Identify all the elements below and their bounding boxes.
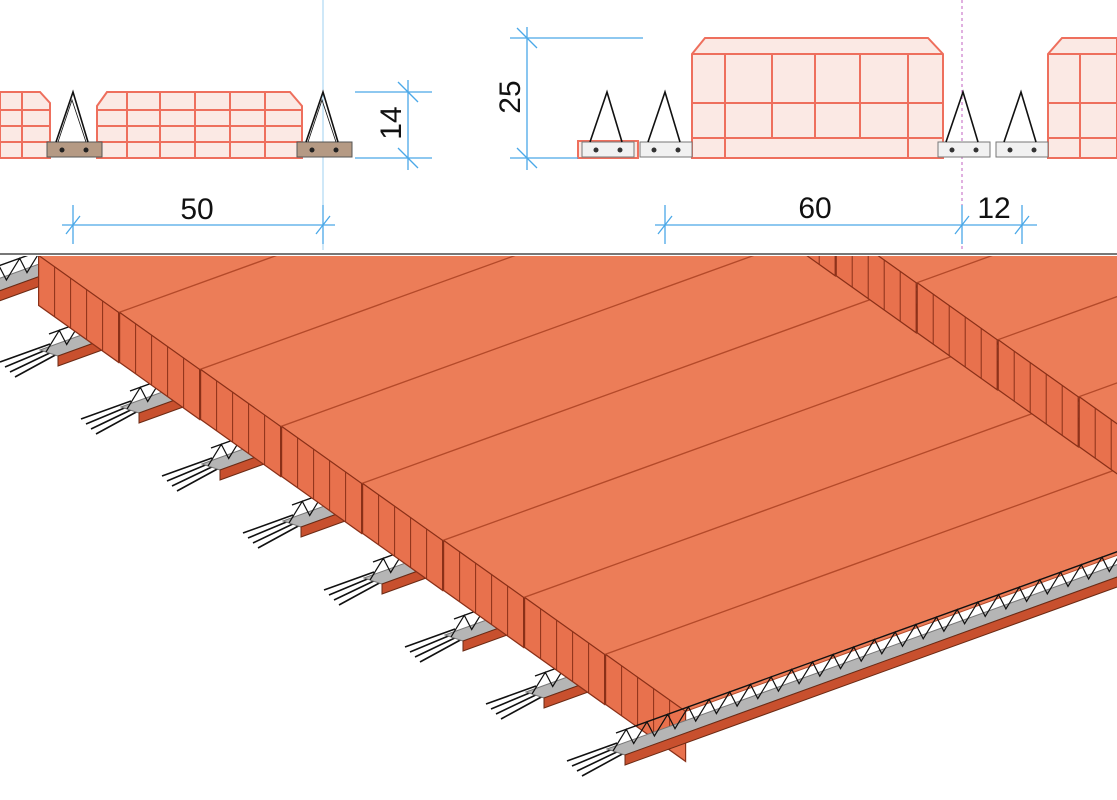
- dimension-lines: [62, 27, 1037, 244]
- rebar: [252, 520, 300, 544]
- hollow-block: [37, 256, 276, 364]
- rebar: [95, 409, 141, 435]
- block-front: [118, 311, 201, 421]
- hollow-block: [835, 256, 992, 334]
- rebar: [495, 691, 543, 715]
- section-joist: [581, 89, 1049, 158]
- rebar: [581, 751, 627, 777]
- rebar: [176, 466, 222, 492]
- rebar: [257, 523, 303, 549]
- rebar: [333, 577, 381, 601]
- dimension-label-width-right: 60: [798, 192, 831, 225]
- truss: [612, 555, 1117, 752]
- rebar: [80, 400, 132, 420]
- block-front: [806, 256, 836, 277]
- rebar: [414, 634, 462, 658]
- rebar: [576, 748, 624, 772]
- rebar: [323, 571, 375, 591]
- rebar: [566, 742, 618, 762]
- block-front: [835, 256, 917, 334]
- rebar: [90, 406, 138, 430]
- block-cells: [692, 53, 1117, 158]
- isometric-view: [0, 256, 1117, 777]
- dimension-label-height-left: 14: [375, 106, 408, 139]
- dimension-label-height-right: 25: [494, 80, 527, 113]
- joist: [566, 551, 1117, 777]
- block-front: [281, 425, 363, 535]
- block-front: [523, 596, 606, 706]
- rebar: [419, 637, 465, 663]
- hollow-block: [199, 256, 754, 478]
- block-front: [916, 281, 998, 391]
- block-front: [1078, 395, 1117, 475]
- rebar: [9, 349, 57, 373]
- truss-top-bar: [615, 551, 1117, 734]
- section-block-right: [577, 37, 1117, 159]
- rebar: [404, 628, 456, 648]
- dimension-label-joist-spacing: 12: [977, 192, 1010, 225]
- hollow-block: [916, 256, 1117, 391]
- joist-side: [624, 576, 1117, 766]
- block-front: [997, 338, 1079, 448]
- section-joist: [46, 89, 353, 158]
- rebar: [0, 343, 51, 363]
- block-cells: [0, 92, 302, 158]
- block-front: [37, 256, 120, 364]
- block-top: [1078, 382, 1117, 425]
- rebar: [161, 457, 213, 477]
- block-front: [200, 368, 282, 478]
- rebar: [171, 463, 219, 487]
- hollow-block: [118, 256, 515, 421]
- rebar: [485, 685, 537, 705]
- rebar: [500, 694, 546, 720]
- rebar: [14, 352, 60, 378]
- rebar: [338, 580, 384, 606]
- rebar: [242, 514, 294, 534]
- dimension-label-width-left: 50: [180, 193, 213, 226]
- block-front: [443, 539, 525, 649]
- cross-section-view: 50 14 25 60 12: [0, 0, 1117, 250]
- hollow-block: [806, 256, 836, 277]
- hollow-block: [997, 296, 1117, 448]
- block-front: [362, 482, 444, 592]
- hollow-block: [1078, 382, 1117, 475]
